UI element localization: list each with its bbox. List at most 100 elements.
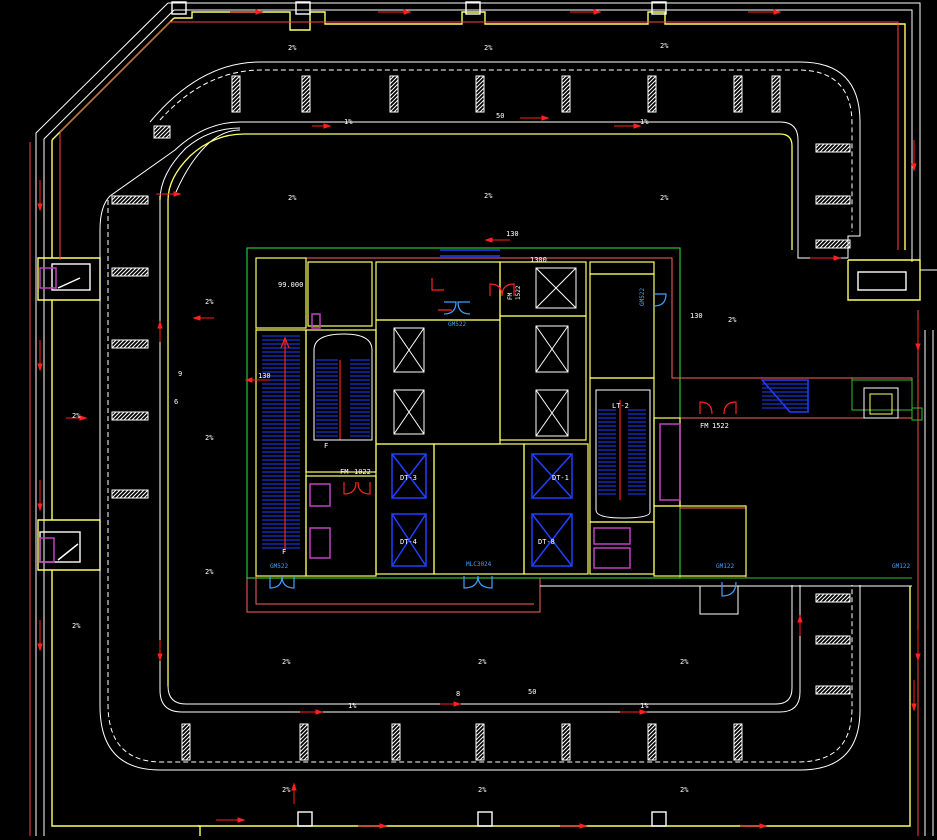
hatch-corner [153, 125, 171, 139]
slope-arrow [312, 123, 332, 129]
slope-arrow [244, 377, 270, 383]
hatch-left [111, 489, 149, 499]
slope-arrow [37, 180, 43, 212]
door-left: GM522 [270, 563, 288, 570]
slope-arrow [291, 782, 297, 804]
hatch-right-lower [815, 635, 851, 645]
slope-left-5: 2% [72, 622, 81, 630]
parking-hatches [111, 75, 851, 761]
door-bottom-right: GM122 [716, 563, 734, 570]
slope-arrow [810, 255, 842, 261]
door-codes: GM522 GM522 MLC3024 GM122 GM122 GM522 [270, 288, 910, 570]
hatch-right [815, 239, 851, 249]
slope-arrow [484, 237, 510, 243]
tag-6: 6 [174, 398, 178, 406]
slope-arrow [614, 123, 642, 129]
slope-left-4: 2% [72, 412, 81, 420]
hatch-top [231, 75, 241, 113]
slope-arrow [570, 9, 602, 15]
slope-left-3: 2% [205, 568, 214, 576]
stairs [262, 335, 808, 549]
stair-right-run-a [598, 409, 616, 495]
slope-arrow [915, 320, 921, 352]
hatch-bottom [733, 723, 743, 761]
slope-arrow [216, 817, 246, 823]
slope-arrow [37, 620, 43, 652]
door-fm1: FM [340, 468, 348, 476]
hatch-right [815, 143, 851, 153]
hatch-bottom [391, 723, 401, 761]
stair-ramp [762, 379, 808, 409]
stair-lt2: LT-2 [612, 402, 629, 410]
core-rooms [255, 257, 747, 577]
slope-top-1: 2% [288, 44, 297, 52]
slope-arrow [797, 614, 803, 636]
hatch-top [733, 75, 743, 113]
vents [440, 249, 809, 413]
hatch-bottom [475, 723, 485, 761]
slope-arrow [740, 823, 768, 829]
door-fm1-code: 1022 [354, 468, 371, 476]
lift-dt3: DT-3 [400, 474, 417, 482]
stair-mid-run-a [316, 359, 338, 437]
svg-text:FM: FM [507, 292, 514, 300]
slope-mid-3: 2% [660, 194, 669, 202]
slope-bot-1: 2% [282, 658, 291, 666]
elevators [393, 267, 577, 437]
outer-wall [35, 2, 937, 836]
stair-enclosures [313, 333, 651, 519]
slope-arrows [37, 9, 921, 829]
door-fm3-code: 1522 [712, 422, 729, 430]
lift-dt8: DT-8 [538, 538, 555, 546]
hatch-left [111, 411, 149, 421]
text-labels: 2% 2% 2% 2% 2% 2% 2% 2% 2% 2% 2% 2% 2% 2… [72, 42, 737, 794]
slope-arrow [911, 140, 917, 172]
slope-bot-3: 2% [680, 658, 689, 666]
slope-arrow [300, 709, 324, 715]
slope-lane-3: 1% [348, 702, 357, 710]
hatch-top [301, 75, 311, 113]
elev-left: 130 [258, 372, 271, 380]
slope-right-1: 2% [728, 316, 737, 324]
up-mark-1: F [282, 548, 286, 556]
slope-arrow [156, 191, 182, 197]
stair-right-run-b [628, 409, 646, 495]
slope-arrow [911, 680, 917, 712]
slope-arrow [192, 315, 214, 321]
hatch-right [815, 195, 851, 205]
door-top: GM522 [448, 321, 466, 328]
hatch-top [389, 75, 399, 113]
hatch-left [111, 339, 149, 349]
door-fm2: FM 1522 [507, 285, 522, 300]
inner-curb [159, 133, 793, 686]
driving-lane [99, 61, 861, 771]
tag-50b: 50 [528, 688, 536, 696]
hatch-bottom [647, 723, 657, 761]
slope-bot-6: 2% [680, 786, 689, 794]
slope-mid-1: 2% [288, 194, 297, 202]
lift-dt4: DT-4 [400, 538, 417, 546]
hatch-top [475, 75, 485, 113]
slope-arrow [520, 115, 550, 121]
slope-mid-2: 2% [484, 192, 493, 200]
slope-arrow [37, 480, 43, 512]
slope-arrow [230, 9, 264, 15]
dim-top: 1300 [530, 256, 547, 264]
shafts [309, 313, 681, 569]
tag-50a: 50 [496, 112, 504, 120]
door-right-top: GM522 [639, 288, 646, 306]
slope-arrow [157, 640, 163, 662]
hatch-right-lower [815, 685, 851, 695]
slope-top-3: 2% [660, 42, 669, 50]
door-far-right: GM122 [892, 563, 910, 570]
hatch-left [111, 195, 149, 205]
elev-right: 130 [690, 312, 703, 320]
sumps [39, 267, 81, 563]
elev-top: 130 [506, 230, 519, 238]
stair-left-run [262, 335, 300, 549]
tag-8: 8 [456, 690, 460, 698]
core-outline [246, 247, 923, 615]
lane-boundary [29, 21, 919, 836]
hatch-bottom [561, 723, 571, 761]
